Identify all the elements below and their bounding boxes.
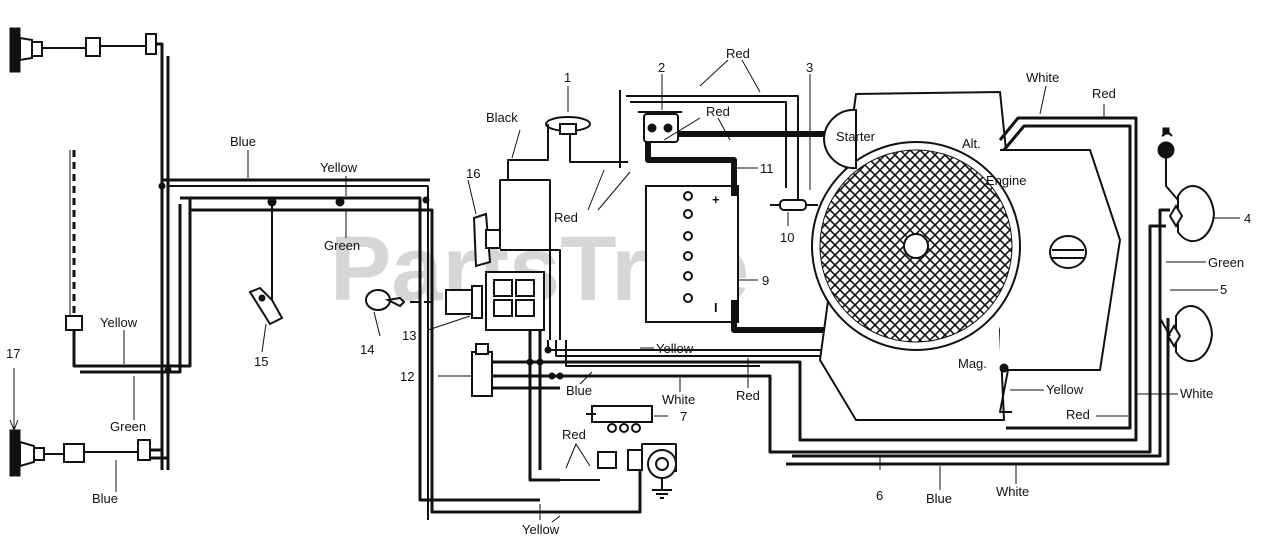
- left-lights: [9, 27, 270, 477]
- label-blue-bottom: Blue: [926, 491, 952, 506]
- callout-9: 9: [762, 273, 769, 288]
- label-white-top: White: [1026, 70, 1059, 85]
- part-2-solenoid: [638, 111, 682, 143]
- part-1: [507, 116, 628, 180]
- engine: [811, 90, 1122, 421]
- label-white-right: White: [1180, 386, 1213, 401]
- part-12-connector: [471, 116, 1166, 454]
- label-green-left: Green: [110, 419, 146, 434]
- part-13-ignition-switch: [445, 271, 545, 331]
- main-harness: [158, 178, 642, 520]
- label-mag: Mag.: [958, 356, 987, 371]
- svg-text:I: I: [714, 300, 718, 315]
- label-red-battery: Red: [554, 210, 578, 225]
- part-16-relay: [472, 179, 561, 340]
- part-7-rectifier: [586, 405, 653, 433]
- battery: + I: [645, 185, 739, 323]
- callout-1: 1: [564, 70, 571, 85]
- label-red-top: Red: [726, 46, 750, 61]
- label-white-bottom: White: [996, 484, 1029, 499]
- callout-6: 6: [876, 488, 883, 503]
- part-14-key: [365, 289, 432, 311]
- bottom-relay: [560, 443, 677, 499]
- callout-17: 17: [6, 346, 20, 361]
- leader-lines: [9, 59, 1240, 470]
- label-red-mid: Red: [736, 388, 760, 403]
- label-blue-left: Blue: [92, 491, 118, 506]
- callout-16: 16: [466, 166, 480, 181]
- label-engine: Engine: [986, 173, 1026, 188]
- part-15-switch: [248, 286, 284, 326]
- component-labels: Starter Alt. Engine Mag.: [836, 129, 1026, 371]
- callout-4: 4: [1244, 211, 1251, 226]
- callout-7: 7: [680, 409, 687, 424]
- callout-2: 2: [658, 60, 665, 75]
- label-green-right: Green: [1208, 255, 1244, 270]
- wire-labels: Red Red Black Blue Yellow Green Red Whit…: [92, 46, 1244, 537]
- callout-3: 3: [806, 60, 813, 75]
- label-blue-mid: Blue: [566, 383, 592, 398]
- svg-text:+: +: [712, 192, 720, 207]
- callout-10: 10: [780, 230, 794, 245]
- part-10-fuse: [770, 199, 818, 211]
- engine-wiring: [786, 116, 1170, 466]
- callout-14: 14: [360, 342, 374, 357]
- label-starter: Starter: [836, 129, 876, 144]
- label-red-lower: Red: [562, 427, 586, 442]
- callout-numbers: 1 2 3 4 5 6 7 9 10 11 12 13 14 15 16 17: [6, 60, 1251, 503]
- label-alt: Alt.: [962, 136, 981, 151]
- label-green-top: Green: [324, 238, 360, 253]
- label-yellow-top: Yellow: [320, 160, 358, 175]
- callout-11: 11: [760, 161, 774, 176]
- label-yellow-mid: Yellow: [656, 341, 694, 356]
- label-white-mid: White: [662, 392, 695, 407]
- label-red-right: Red: [1066, 407, 1090, 422]
- label-blue-top: Blue: [230, 134, 256, 149]
- label-yellow-engine: Yellow: [1046, 382, 1084, 397]
- label-red-top-right: Red: [1092, 86, 1116, 101]
- label-leaders: [115, 85, 1206, 523]
- callout-13: 13: [402, 328, 416, 343]
- label-yellow-left: Yellow: [100, 315, 138, 330]
- right-lights: [1157, 127, 1216, 363]
- label-black: Black: [486, 110, 518, 125]
- callout-15: 15: [254, 354, 268, 369]
- label-red-center: Red: [706, 104, 730, 119]
- callout-12: 12: [400, 369, 414, 384]
- label-yellow-bottom: Yellow: [522, 522, 560, 537]
- callout-5: 5: [1220, 282, 1227, 297]
